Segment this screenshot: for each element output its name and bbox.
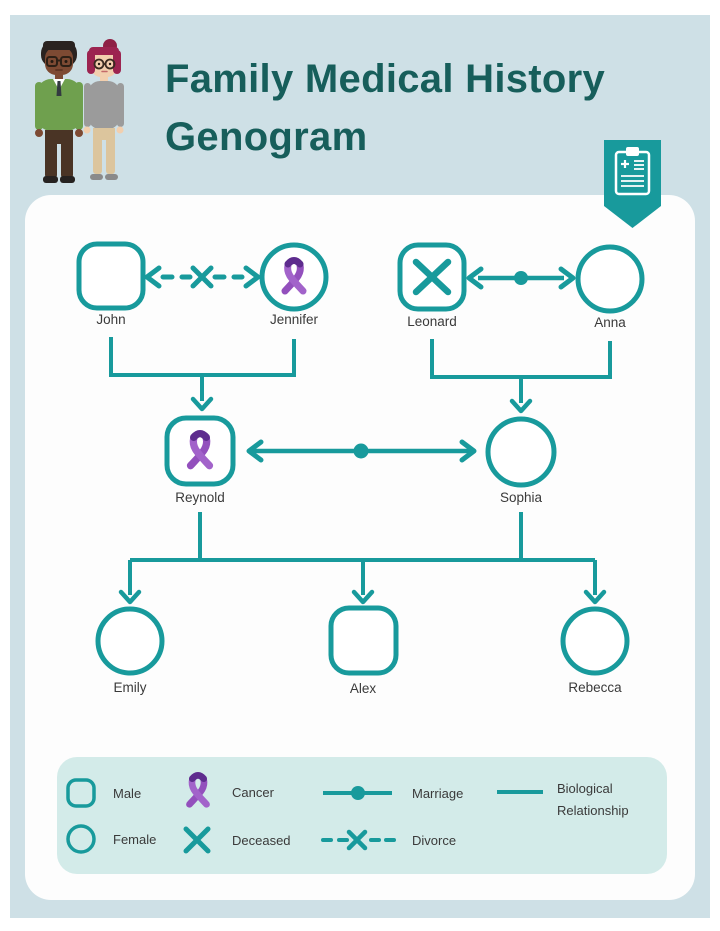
person-label-john: John [96,312,126,327]
page-title-line-2: Genogram [165,115,368,159]
person-label-alex: Alex [349,681,377,696]
page-title-line-1: Family Medical History [165,57,606,101]
legend-label-male: Male [113,786,142,801]
person-label-jennifer: Jennifer [269,312,319,327]
legend-label-deceased: Deceased [232,833,291,848]
legend-label-female: Female [113,832,157,847]
page-title: Family Medical History Genogram [165,50,685,166]
person-label-sophia: Sophia [499,490,543,505]
legend-panel [57,757,667,874]
legend-label-marriage: Marriage [412,786,464,801]
legend-label-divorce: Divorce [412,833,457,848]
person-label-anna: Anna [594,315,626,330]
person-label-reynold: Reynold [175,490,225,505]
legend-label-cancer: Cancer [232,785,274,800]
person-label-leonard: Leonard [407,314,457,329]
legend-label-biological-relationship: Biological Relationship [557,781,629,819]
person-label-rebecca: Rebecca [568,680,622,695]
person-label-emily: Emily [113,680,147,695]
